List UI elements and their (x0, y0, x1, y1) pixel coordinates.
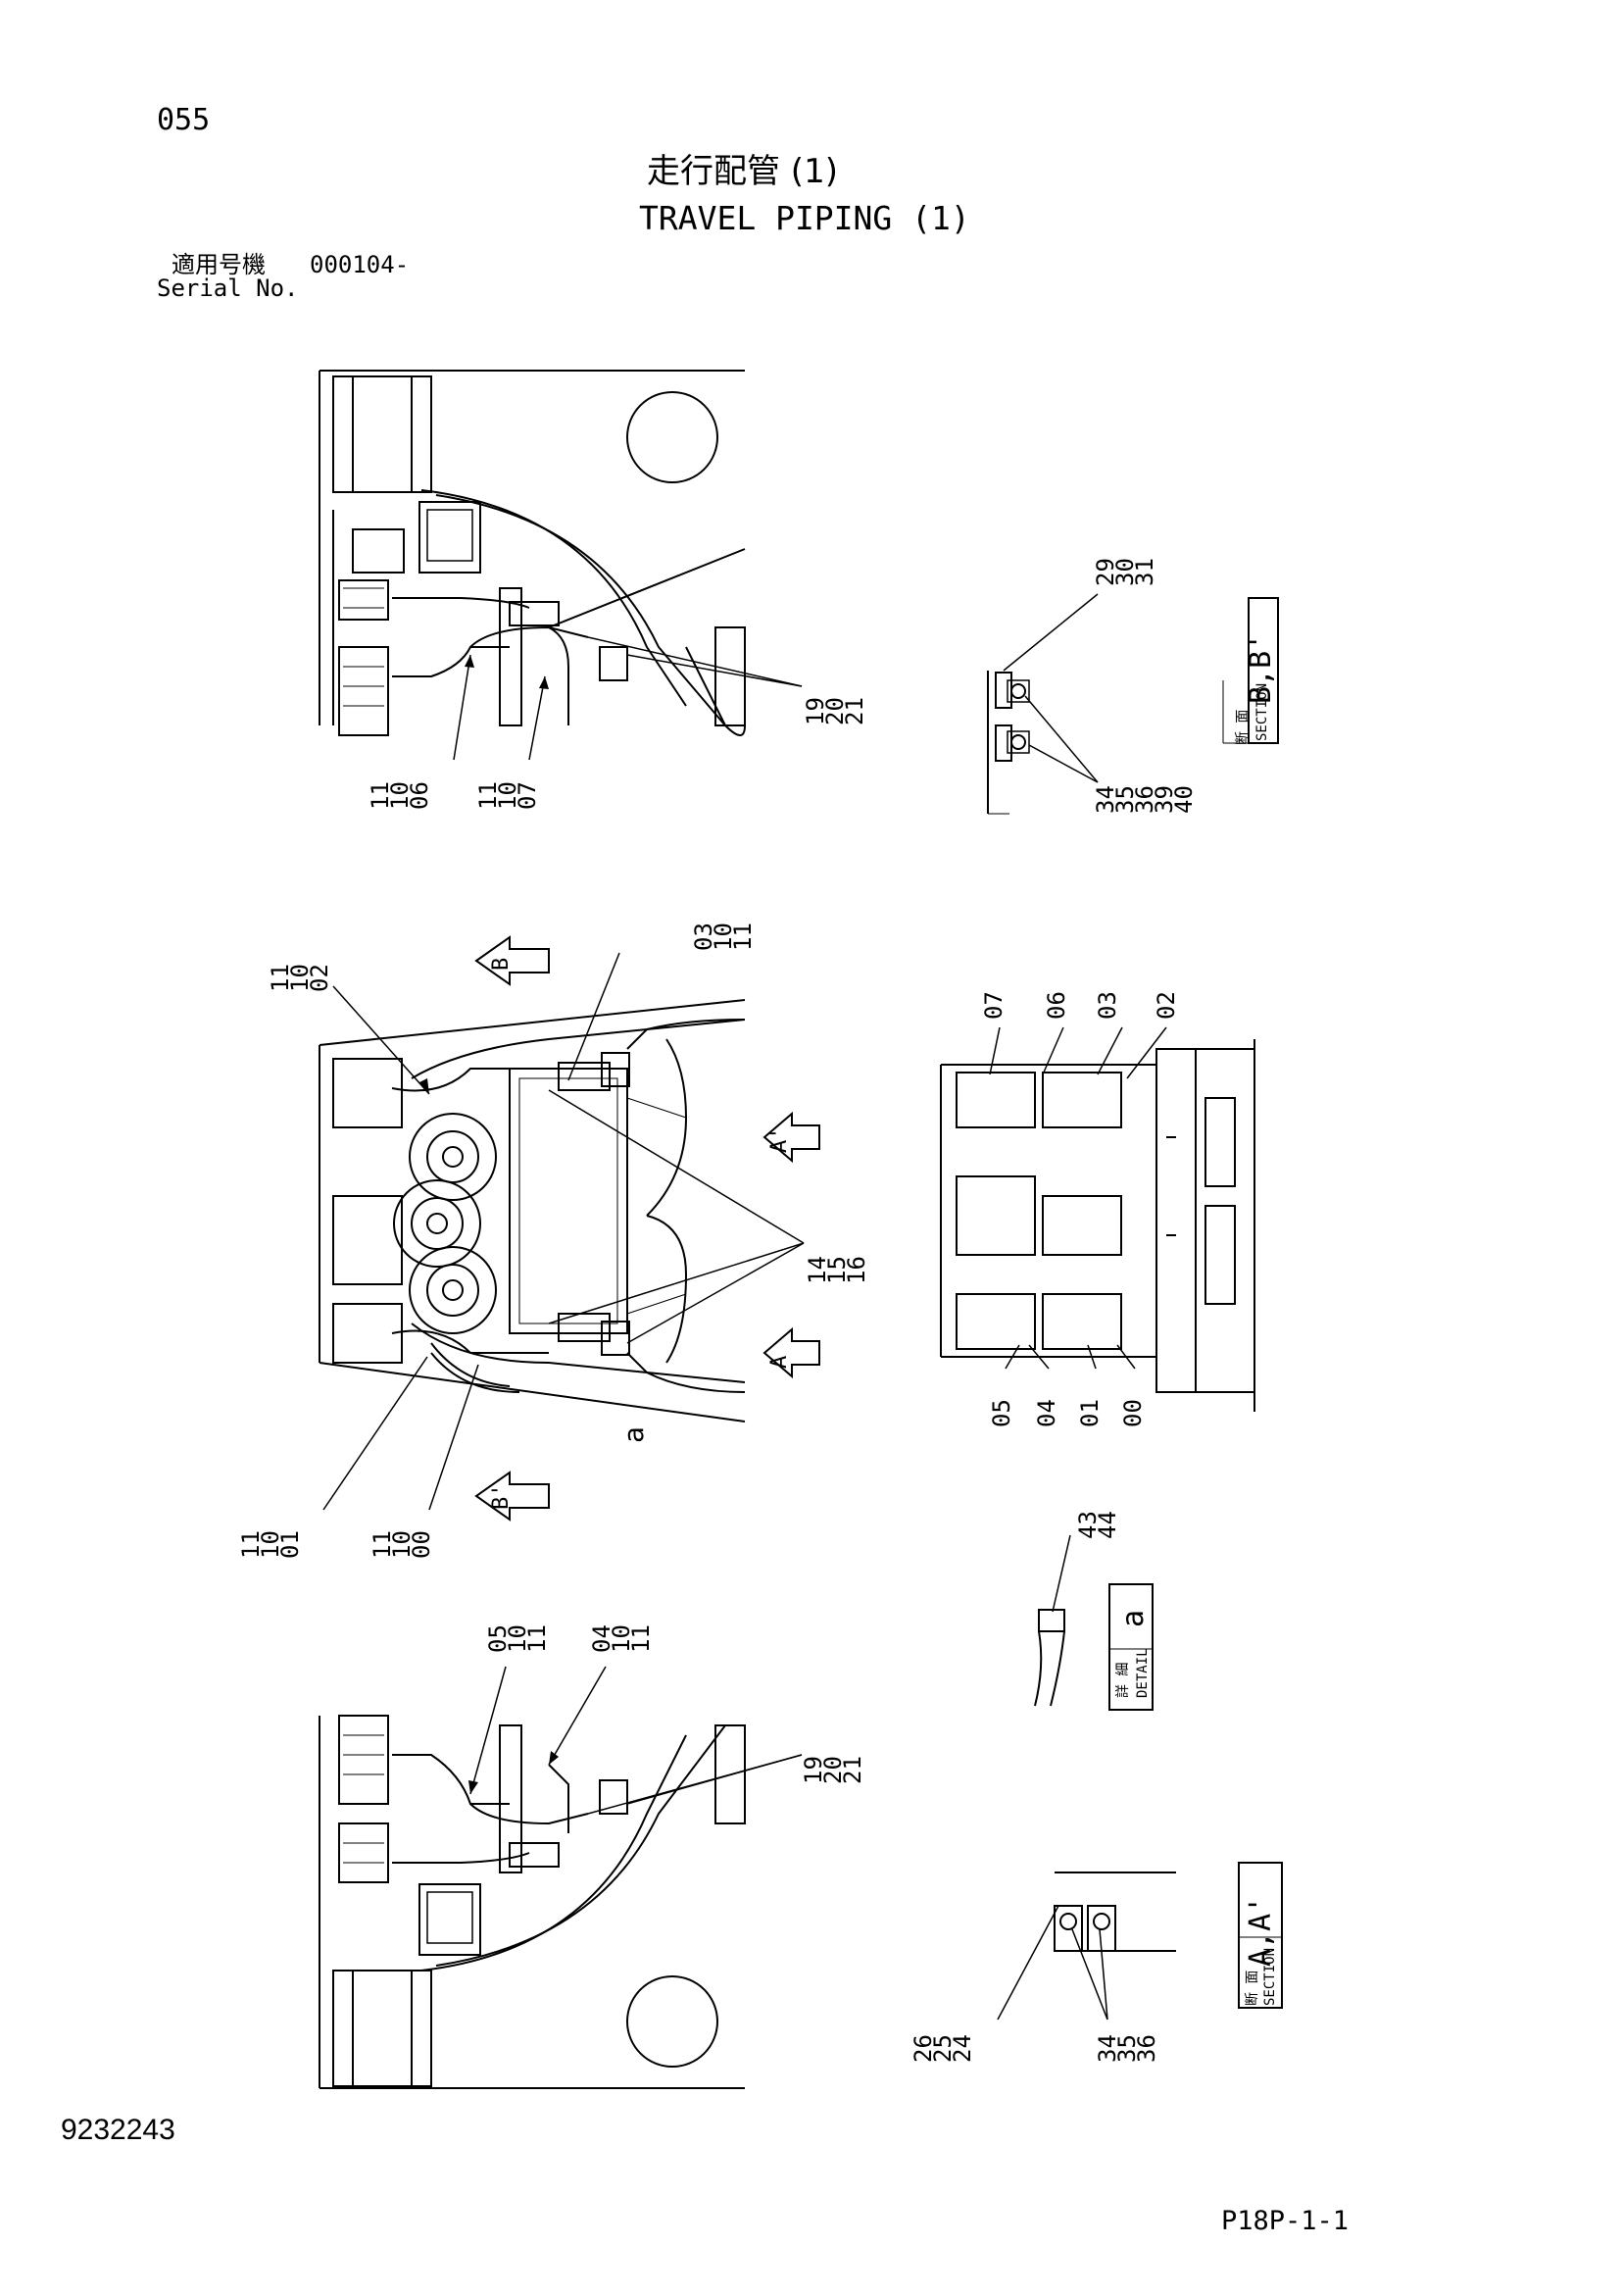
marker-a-right-top: A' (767, 1127, 792, 1154)
callout-number: 10 (504, 1624, 531, 1653)
callout-number: 19 (802, 697, 829, 725)
middle-view-drawing (319, 999, 746, 1423)
marker-a-right-bottom: A (767, 1356, 792, 1369)
callout-number: 02 (306, 964, 333, 992)
callout-number: 20 (819, 1756, 847, 1784)
marker-b-bottom: B' (489, 1484, 514, 1511)
callout-number: 07 (980, 991, 1008, 1020)
section-bb-drawing (987, 593, 1099, 815)
page-number: 055 (157, 103, 211, 137)
callout-number: 10 (710, 923, 737, 951)
callout-number: 11 (729, 923, 757, 951)
callout-number: 11 (367, 781, 394, 810)
callout-number: 30 (1111, 558, 1139, 586)
callout-number: 03 (1094, 991, 1121, 1020)
section-arrow-b (474, 935, 820, 1522)
callout-number: 24 (949, 2034, 976, 2063)
detail-id: a (1116, 1610, 1151, 1627)
callout-number: 14 (804, 1256, 831, 1284)
callout-number: 36 (1133, 2034, 1160, 2063)
callout-number: 10 (388, 1530, 416, 1559)
callout-number: 01 (1076, 1399, 1104, 1427)
serial-label-japanese: 適用号機 (172, 251, 266, 278)
callout-number: 34 (1092, 785, 1119, 814)
section-aa-drawing (997, 1872, 1176, 2021)
callout-number: 10 (257, 1530, 284, 1559)
leader-line (626, 654, 803, 687)
callout-number: 05 (484, 1624, 512, 1653)
marker-b-top: B (489, 958, 514, 971)
section-bb-id: B,B' (1244, 633, 1278, 704)
callout-number: 21 (841, 697, 868, 725)
callout-number: 39 (1151, 785, 1178, 814)
callout-number: 35 (1113, 2034, 1141, 2063)
leader-line (453, 654, 471, 761)
serial-value: 000104- (310, 251, 410, 278)
marker-detail-ref: a (617, 1426, 650, 1443)
valve-block-drawing (940, 1039, 1255, 1412)
callout-number: 20 (821, 697, 849, 725)
callout-number: 04 (1033, 1399, 1060, 1427)
callout-number: 11 (267, 964, 294, 992)
title-japanese: 走行配管 (1) (647, 152, 838, 191)
page-code: P18P-1-1 (1221, 2206, 1350, 2236)
callout-number: 01 (276, 1530, 304, 1559)
callout-number: 34 (1094, 2034, 1121, 2063)
section-aa-id: A,A' (1244, 1896, 1278, 1967)
callout-number: 10 (608, 1624, 635, 1653)
callout-number: 11 (627, 1624, 655, 1653)
top-view-drawing (319, 370, 746, 736)
section-aa-en: SECTION (1262, 1948, 1278, 2006)
callout-number: 25 (929, 2034, 957, 2063)
document-id: 9232243 (61, 2114, 175, 2146)
detail-en: DETAIL (1135, 1648, 1151, 1698)
callout-number: 04 (588, 1624, 615, 1653)
callout-number: 00 (1119, 1399, 1147, 1427)
section-aa-jp: 断 面 (1245, 1971, 1260, 2006)
callout-number: 11 (237, 1530, 265, 1559)
title-english: TRAVEL PIPING (1) (639, 199, 970, 237)
detail-jp: 詳 細 (1115, 1663, 1131, 1698)
callout-number: 07 (514, 781, 541, 810)
callout-number: 35 (1111, 785, 1139, 814)
callout-number: 10 (494, 781, 521, 810)
callout-number: 00 (408, 1530, 435, 1559)
callout-number: 29 (1092, 558, 1119, 586)
detail-a-drawing (1034, 1534, 1071, 1707)
callout-number: 10 (386, 781, 414, 810)
callout-number: 06 (406, 781, 433, 810)
leader-line (587, 636, 803, 687)
callout-number: 11 (474, 781, 502, 810)
callout-number: 11 (369, 1530, 396, 1559)
callout-number: 05 (988, 1399, 1015, 1427)
callout-number: 16 (843, 1256, 870, 1284)
callout-number: 44 (1094, 1511, 1121, 1539)
serial-label-english: Serial No. (157, 275, 299, 302)
callout-number: 36 (1131, 785, 1158, 814)
callout-number: 21 (839, 1756, 866, 1784)
callout-number: 43 (1074, 1511, 1102, 1539)
leader-line (528, 675, 546, 761)
callout-number: 03 (690, 923, 717, 951)
callout-number: 15 (823, 1256, 851, 1284)
callout-number: 31 (1131, 558, 1158, 586)
detail-label-box (1108, 1583, 1154, 1711)
callout-number: 26 (909, 2034, 937, 2063)
callout-number: 11 (523, 1624, 551, 1653)
callout-number: 02 (1153, 991, 1180, 1020)
callout-number: 19 (800, 1756, 827, 1784)
callout-number: 10 (286, 964, 314, 992)
callout-number: 40 (1170, 785, 1198, 814)
section-bb-jp: 断 面 (1235, 710, 1251, 745)
section-bb-en: SECTION (1254, 683, 1270, 741)
section-label-box-aa (1238, 1862, 1283, 2009)
callout-number: 06 (1043, 991, 1070, 1020)
bottom-view-drawing (319, 1715, 746, 2089)
